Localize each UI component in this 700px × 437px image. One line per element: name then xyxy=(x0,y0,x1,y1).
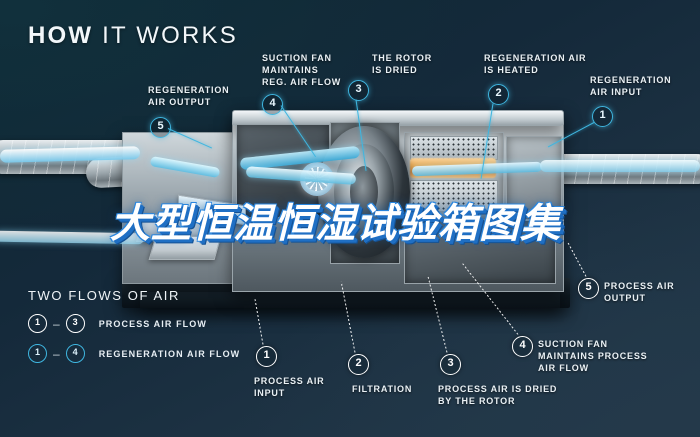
legend-dash-1: – xyxy=(53,316,60,331)
airflow-ribbon-outlet-right xyxy=(540,160,700,172)
callout-label-process-air-dried: PROCESS AIR IS DRIED BY THE ROTOR xyxy=(438,384,558,406)
callout-badge-1-process[interactable]: 1 xyxy=(256,346,277,367)
callout-badge-1-regen[interactable]: 1 xyxy=(592,106,613,127)
legend-title: TWO FLOWS OF AIR xyxy=(28,288,180,303)
legend-dash-2: – xyxy=(53,346,60,361)
legend-label-process-air-flow: PROCESS AIR FLOW xyxy=(98,318,207,329)
page-title-light: IT WORKS xyxy=(102,22,238,49)
legend-badge-from-1-cyan: 1 xyxy=(28,344,47,363)
callout-badge-4-process[interactable]: 4 xyxy=(512,336,533,357)
callout-label-regen-air-input: REGENERATION AIR INPUT xyxy=(590,75,672,97)
callout-label-rotor-is-dried: THE ROTOR IS DRIED xyxy=(372,53,433,75)
overlay-watermark-title: 大型恒温恒湿试验箱图集 xyxy=(110,201,561,247)
callout-badge-3-process[interactable]: 3 xyxy=(440,354,461,375)
cabinet-plinth xyxy=(140,292,560,308)
legend-badge-to-3: 3 xyxy=(65,314,85,333)
legend-badge-to-4: 4 xyxy=(65,344,85,363)
callout-label-regen-air-heated: REGENERATION AIR IS HEATED xyxy=(484,53,587,75)
legend-badge-from-1: 1 xyxy=(28,314,47,333)
callout-badge-3-regen[interactable]: 3 xyxy=(348,80,369,101)
callout-badge-2-regen[interactable]: 2 xyxy=(488,84,509,105)
page-title-strong: HOW xyxy=(28,22,94,49)
callout-badge-5-process[interactable]: 5 xyxy=(578,278,599,299)
callout-label-regen-air-output: REGENERATION AIR OUTPUT xyxy=(148,85,230,107)
callout-label-process-air-input: PROCESS AIR INPUT xyxy=(254,376,325,398)
callout-badge-2-process[interactable]: 2 xyxy=(348,354,369,375)
page-title: HOW IT WORKS xyxy=(28,24,238,48)
legend-row-regeneration-air-flow: 1 – 4 REGENERATION AIR FLOW xyxy=(28,344,240,363)
callout-label-process-air-output: PROCESS AIR OUTPUT xyxy=(604,281,675,303)
regen-fan-chamber xyxy=(506,136,562,220)
callout-badge-4-regen[interactable]: 4 xyxy=(262,94,283,115)
callout-label-suction-fan-regen: SUCTION FAN MAINTAINS REG. AIR FLOW xyxy=(262,53,342,87)
callout-label-suction-fan-process: SUCTION FAN MAINTAINS PROCESS AIR FLOW xyxy=(538,339,648,373)
callout-badge-5-regen[interactable]: 5 xyxy=(150,117,171,138)
legend-label-regeneration-air-flow: REGENERATION AIR FLOW xyxy=(98,348,241,359)
legend: TWO FLOWS OF AIR 1 – 3 PROCESS AIR FLOW … xyxy=(28,288,240,363)
legend-row-process-air-flow: 1 – 3 PROCESS AIR FLOW xyxy=(28,314,240,333)
callout-label-filtration: FILTRATION xyxy=(352,384,413,394)
filter-mesh-lower-icon xyxy=(410,180,498,212)
lower-equipment-bay xyxy=(404,220,556,284)
